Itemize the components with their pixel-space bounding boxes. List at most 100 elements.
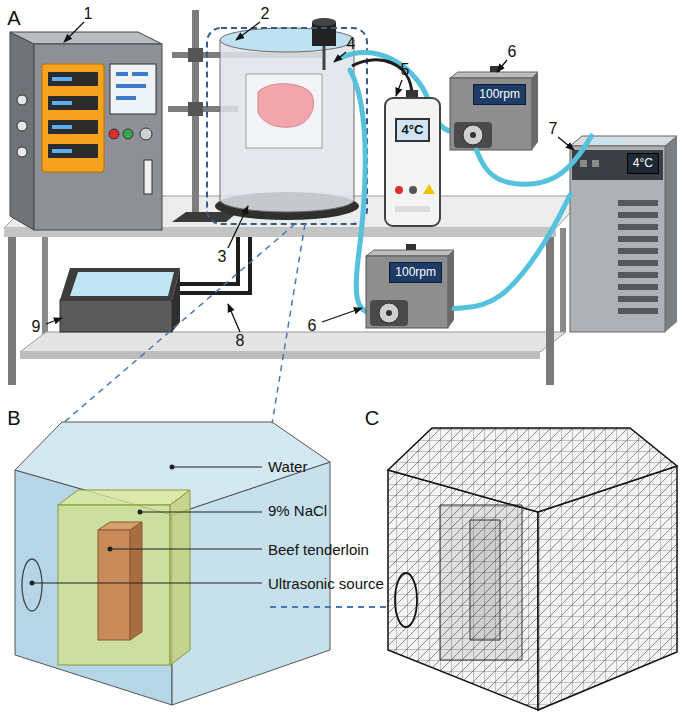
domain-label: 9% NaCl: [268, 503, 327, 518]
brine-domain-top: [58, 490, 190, 505]
leader-line: [110, 549, 262, 550]
leader-line: [32, 583, 262, 584]
pump-head: [370, 300, 408, 326]
pump-front: [450, 78, 532, 150]
tube: [476, 136, 591, 184]
start-button: [123, 129, 133, 139]
generator-top: [60, 268, 180, 300]
vent-slot: [618, 272, 658, 278]
vent-slot: [618, 284, 658, 290]
callout-number: 2: [261, 6, 270, 22]
pump-knob: [406, 244, 416, 250]
chiller-top: [570, 136, 677, 146]
warning-sign: [423, 184, 435, 194]
callout-number: 6: [508, 44, 517, 60]
chiller-side: [665, 136, 677, 332]
leader-line: [140, 512, 262, 513]
callout-number: 9: [32, 319, 41, 335]
vent-slot: [618, 260, 658, 266]
mesh-face: [388, 470, 538, 710]
screen-bar: [116, 96, 136, 100]
chiller-front: [570, 146, 665, 332]
pump-rotor: [463, 125, 483, 145]
zoom-line: [272, 224, 305, 424]
generator-panel: [70, 272, 174, 296]
callout-arrow: [558, 137, 574, 150]
shelf-edge: [20, 352, 540, 359]
lcd-digits: [52, 77, 72, 81]
brine-domain: [58, 505, 170, 665]
temperature-probe: [323, 46, 326, 70]
vent-slot: [618, 212, 658, 218]
pump-front: [366, 256, 448, 328]
screen-bar: [116, 72, 128, 76]
generator-side: [172, 268, 180, 332]
callout-arrow: [228, 206, 248, 248]
callout-number: 8: [236, 333, 245, 349]
probe-wire: [352, 60, 412, 96]
callout-number: 6: [308, 318, 317, 334]
thermometer-body: [385, 98, 440, 226]
stand-clamp: [188, 102, 203, 116]
display-reading: 4°C: [627, 153, 659, 174]
callout-arrow: [322, 308, 362, 322]
tube: [454, 195, 570, 309]
callout-arrow: [334, 52, 346, 62]
chiller-panel: [572, 150, 663, 180]
generator-front: [60, 300, 172, 332]
cabinet-port: [17, 147, 27, 157]
beef-sample: [258, 84, 314, 128]
domain-label: Ultrasonic source: [268, 576, 384, 591]
callout-arrow: [46, 318, 62, 324]
leader-dot: [138, 510, 143, 515]
callout-arrow: [497, 60, 507, 72]
chiller-key: [592, 160, 599, 167]
vent-slot: [618, 248, 658, 254]
chiller: 4°C: [570, 136, 677, 332]
callout-number: 7: [549, 121, 558, 137]
vent-slot: [618, 224, 658, 230]
chamber-wall: [220, 40, 354, 212]
leader-dot: [30, 581, 35, 586]
callout-arrow: [236, 22, 260, 40]
panel-letter: B: [7, 408, 20, 428]
table-leg: [560, 228, 566, 332]
callout-number: 3: [218, 249, 227, 265]
lcd-row: [48, 144, 98, 158]
bath-opening: [584, 139, 625, 143]
leader-line: [172, 467, 262, 468]
cabinet-side: [10, 32, 34, 230]
table-leg: [8, 237, 16, 385]
pump-top: [450, 72, 538, 78]
rotor-hub: [386, 310, 392, 316]
thermometer-button: [395, 186, 403, 194]
screen-bar: [132, 72, 148, 76]
handle: [144, 160, 152, 194]
lcd-digits: [52, 149, 72, 153]
mesh-top: [388, 428, 677, 512]
wire-plug: [406, 90, 418, 98]
callout-arrow: [64, 22, 84, 42]
callout-number: 4: [347, 36, 356, 52]
domain-label: Water: [268, 459, 307, 474]
cabinet-top: [10, 32, 162, 44]
callout-number: 1: [84, 6, 93, 22]
knob: [140, 128, 152, 140]
domain-label: Beef tenderloin: [268, 542, 369, 557]
thermometer-button: [409, 186, 417, 194]
thermometer-strip: [395, 206, 430, 212]
mesh-source-face: [395, 573, 417, 627]
water-domain-top: [15, 422, 330, 515]
cabinet-port: [17, 95, 27, 105]
lcd-row: [48, 72, 98, 86]
peristaltic-pump: 100rpm: [450, 72, 538, 150]
cabinet-port: [17, 121, 27, 131]
ultrasonic-source-face: [22, 559, 42, 611]
leader-dot: [108, 547, 113, 552]
beef-domain-side: [130, 522, 142, 640]
display-reading: 4°C: [395, 118, 431, 142]
callout-arrow: [228, 304, 240, 332]
vent-slot: [618, 296, 658, 302]
pump-top: [366, 250, 454, 256]
lcd-digits: [52, 125, 72, 129]
